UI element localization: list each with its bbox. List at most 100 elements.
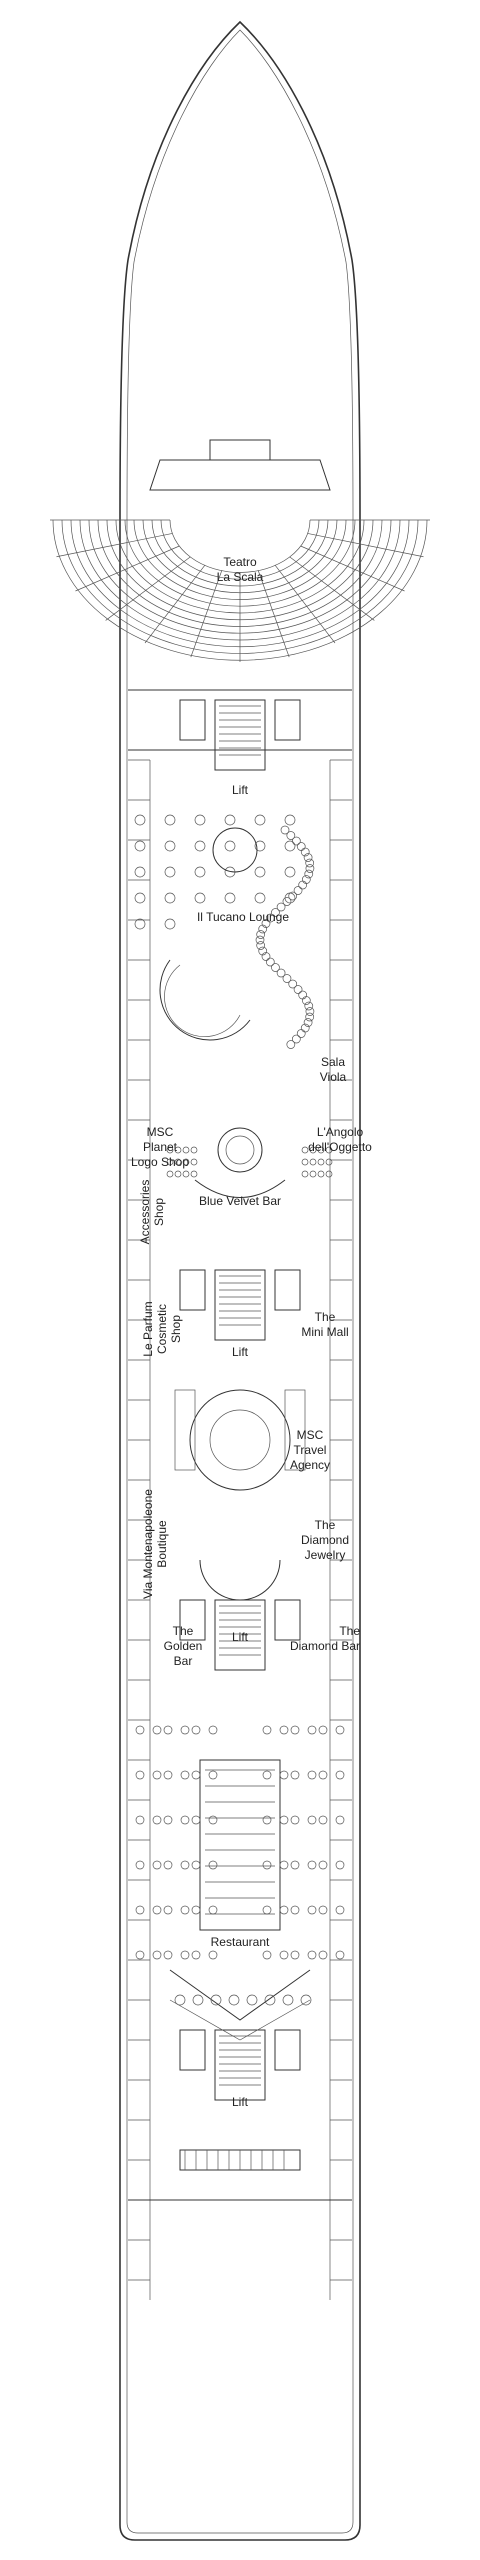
lounge-seat: [134, 814, 146, 826]
lounge-seat: [282, 897, 292, 906]
lounge-seat: [134, 918, 146, 930]
stage: [149, 459, 331, 491]
restaurant-table: [262, 1815, 272, 1825]
lounge-seat: [303, 853, 313, 862]
lounge-seat: [271, 963, 280, 972]
lounge-seat: [286, 831, 296, 840]
restaurant-table: [318, 1815, 328, 1825]
bar-round: [225, 1135, 255, 1165]
restaurant-table: [290, 1950, 300, 1960]
bar-seat: [317, 1170, 325, 1178]
restaurant-table: [335, 1770, 345, 1780]
bar-seat: [309, 1170, 317, 1178]
restaurant-table: [135, 1770, 145, 1780]
bar-seat: [325, 1158, 333, 1166]
lounge-seat: [276, 902, 286, 912]
lift-block: [214, 2029, 266, 2101]
restaurant-table: [180, 1950, 190, 1960]
bar-seat: [166, 1158, 174, 1166]
lounge-seat: [284, 866, 296, 878]
restaurant-table: [135, 1950, 145, 1960]
lounge-seat: [255, 935, 265, 945]
restaurant-table: [335, 1860, 345, 1870]
lift-car: [179, 2029, 206, 2071]
restaurant-table: [163, 1860, 173, 1870]
restaurant-table: [208, 1905, 218, 1915]
restaurant-table: [135, 1725, 145, 1735]
restaurant-table: [279, 1770, 289, 1780]
lounge-seat: [304, 869, 314, 879]
bar-seat: [301, 1158, 309, 1166]
lounge-seat: [194, 866, 206, 878]
restaurant-table: [307, 1905, 317, 1915]
lounge-seat: [194, 840, 206, 852]
restaurant-table: [335, 1815, 345, 1825]
bar-seat: [325, 1146, 333, 1154]
bar-seat: [301, 1170, 309, 1178]
restaurant-table: [180, 1815, 190, 1825]
bar-seat: [317, 1158, 325, 1166]
restaurant-table: [191, 1905, 201, 1915]
lounge-seat: [305, 1012, 315, 1022]
restaurant-wing: [169, 1969, 311, 2021]
lift-label-3: Lift: [231, 1630, 248, 1644]
restaurant-table: [135, 1860, 145, 1870]
theatre-aisle: [190, 570, 223, 658]
restaurant-table: [163, 1905, 173, 1915]
lounge-seat: [291, 836, 301, 846]
restaurant-wing: [169, 1999, 311, 2041]
restaurant-table: [290, 1860, 300, 1870]
restaurant-table: [290, 1905, 300, 1915]
restaurant-table: [152, 1860, 162, 1870]
lounge-seat: [284, 814, 296, 826]
restaurant-table: [208, 1815, 218, 1825]
lounge-seat: [134, 866, 146, 878]
blue-velvet-bar-label: Blue Velvet Bar: [198, 1194, 282, 1208]
restaurant-table: [163, 1815, 173, 1825]
bar-seat: [174, 1158, 182, 1166]
lounge-seat: [254, 840, 266, 852]
lounge-seat: [293, 985, 303, 994]
atrium-inner: [209, 1409, 271, 1471]
lounge-seat: [293, 886, 303, 895]
lounge-seat: [258, 924, 268, 934]
lounge-seat: [134, 892, 146, 904]
hull-outline: [119, 20, 361, 2541]
lounge-seat: [284, 840, 296, 852]
lift-block: [214, 1269, 266, 1341]
restaurant-table: [152, 1770, 162, 1780]
bar-seat: [309, 1158, 317, 1166]
theatre-aisle: [300, 545, 405, 592]
restaurant-table: [279, 1860, 289, 1870]
lounge-seat: [298, 880, 308, 890]
bar-seat: [317, 1146, 325, 1154]
restaurant-table: [307, 1860, 317, 1870]
lounge-bar: [212, 827, 258, 873]
shop-unit: [174, 1389, 196, 1471]
restaurant-table: [174, 1994, 186, 2006]
restaurant-table: [180, 1905, 190, 1915]
restaurant-table: [335, 1905, 345, 1915]
lift-block: [214, 699, 266, 771]
theatre-aisle: [56, 533, 173, 558]
restaurant-table: [318, 1770, 328, 1780]
lift-car: [274, 699, 301, 741]
lounge-seat: [276, 968, 286, 978]
restaurant-table: [307, 1815, 317, 1825]
restaurant-table: [210, 1994, 222, 2006]
lounge-seat: [280, 825, 290, 835]
lift-car: [274, 1599, 301, 1641]
lounge-seat: [288, 979, 298, 989]
restaurant-table: [279, 1815, 289, 1825]
bar-round: [217, 1127, 263, 1173]
restaurant-table: [152, 1950, 162, 1960]
lounge-seat: [254, 866, 266, 878]
restaurant-table: [246, 1994, 258, 2006]
